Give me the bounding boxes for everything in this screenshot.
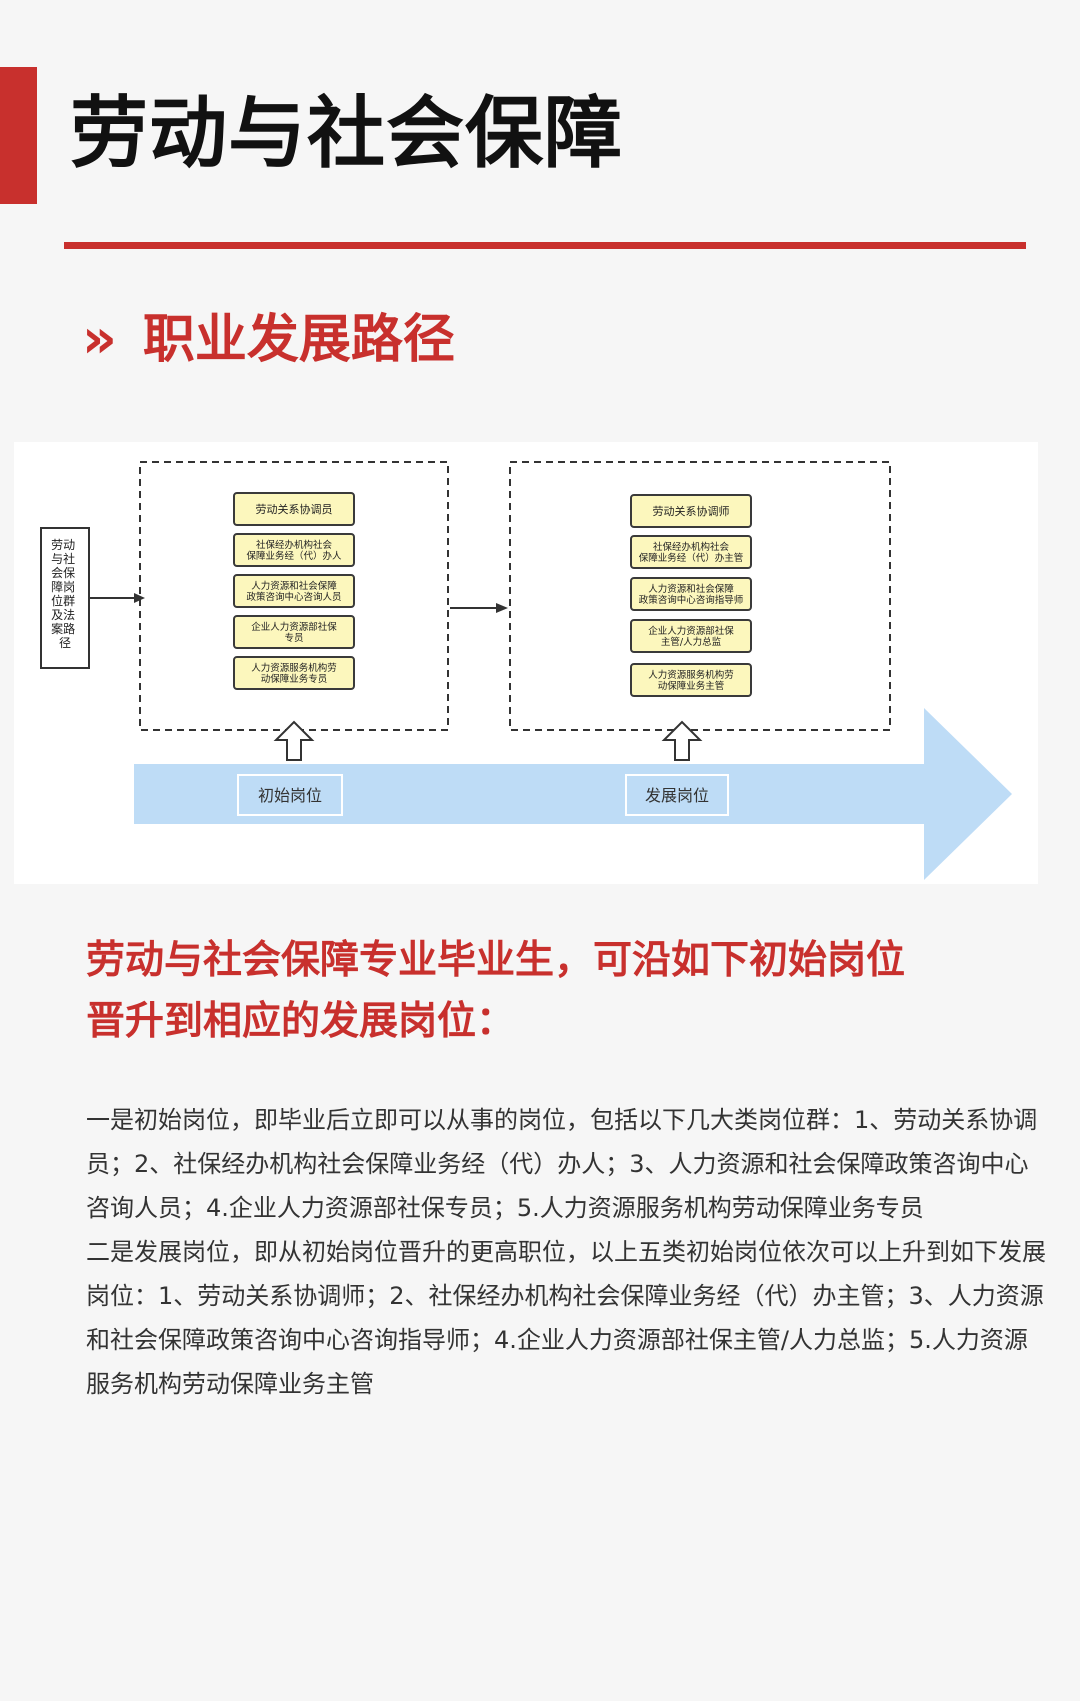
source-label-line: 会保 [51,566,75,580]
position-box [630,663,752,697]
position-box-label-line: 人力资源服务机构劳 [251,662,337,674]
connector-arrowhead [496,603,508,613]
position-box-label-line: 动保障业务主管 [658,680,725,692]
source-label-line: 与社 [51,551,75,566]
position-box-label-line: 人力资源和社会保障 [648,583,734,595]
position-box-label-line: 动保障业务专员 [261,673,328,685]
position-box-label-line: 政策咨询中心咨询指导师 [639,594,744,606]
position-box-label: 人力资源和社会保障政策咨询中心咨询人员 [246,580,341,603]
position-box [630,494,752,528]
lead-line: 晋升到相应的发展岗位： [86,999,516,1044]
up-arrow-icon [273,720,315,761]
source-label: 劳动 与社 会保 障岗 位群 及法 案路 径 [51,538,79,650]
position-box-label-line: 劳动关系协调师 [653,504,730,518]
position-box-label-line: 人力资源服务机构劳 [648,669,734,681]
position-box [233,615,355,649]
position-box [630,535,752,569]
position-box-label: 人力资源和社会保障政策咨询中心咨询指导师 [639,583,744,606]
position-box [233,574,355,608]
initial-positions-tag [237,774,343,816]
title-accent-bar [0,67,37,204]
position-box-label: 人力资源服务机构劳动保障业务专员 [251,662,337,685]
career-path-diagram: 劳动 与社 会保 障岗 位群 及法 案路 径 劳动关系协调员社保经办机构社会保障… [14,442,1038,884]
position-box-label-line: 劳动关系协调员 [256,502,333,516]
position-box-label-line: 社保经办机构社会 [256,539,333,551]
position-box-label-line: 政策咨询中心咨询人员 [246,591,341,603]
position-box-label-line: 企业人力资源部社保 [251,621,337,633]
position-box-label-line: 主管/人力总监 [661,636,722,648]
progression-arrow [134,708,1012,880]
position-box [630,619,752,653]
development-positions-tag [625,774,729,816]
section-heading: » 职业发展路径 [82,304,455,375]
position-box-label: 社保经办机构社会保障业务经（代）办人 [246,539,342,562]
initial-positions-label: 初始岗位 [258,786,322,805]
position-box [233,492,355,526]
body-text: 一是初始岗位，即毕业后立即可以从事的岗位，包括以下几大类岗位群：1、劳动关系协调… [86,1098,1046,1406]
position-box-label-line: 保障业务经（代）办人 [246,550,342,562]
body-paragraph: 二是发展岗位，即从初始岗位晋升的更高职位，以上五类初始岗位依次可以上升到如下发展… [86,1238,1046,1398]
source-label-line: 劳动 [51,538,75,552]
position-box-label: 劳动关系协调师 [653,504,730,518]
position-box-label-line: 企业人力资源部社保 [648,625,734,637]
position-box-label: 社保经办机构社会保障业务经（代）办主管 [639,541,744,564]
position-box-label: 企业人力资源部社保主管/人力总监 [648,625,734,648]
up-arrow-icon [661,720,703,761]
development-positions-label: 发展岗位 [645,786,709,805]
position-box-label-line: 专员 [284,632,303,644]
source-box [40,527,90,669]
lead-heading: 劳动与社会保障专业毕业生，可沿如下初始岗位 晋升到相应的发展岗位： [86,930,1046,1052]
position-box-label-line: 社保经办机构社会 [653,541,730,553]
career-path-svg: 劳动 与社 会保 障岗 位群 及法 案路 径 劳动关系协调员社保经办机构社会保障… [40,461,1012,880]
position-box [233,533,355,567]
position-box-label-line: 人力资源和社会保障 [251,580,337,592]
source-label-line: 及法 [51,608,75,622]
development-position-boxes: 劳动关系协调师社保经办机构社会保障业务经（代）办主管人力资源和社会保障政策咨询中… [630,494,752,697]
source-label-line: 位群 [51,593,75,608]
page-title: 劳动与社会保障 [70,89,624,179]
source-label-line: 径 [59,636,71,650]
position-box-label: 人力资源服务机构劳动保障业务主管 [648,669,734,692]
position-box [630,577,752,611]
double-chevron-icon: » [82,307,117,370]
body-paragraph: 一是初始岗位，即毕业后立即可以从事的岗位，包括以下几大类岗位群：1、劳动关系协调… [86,1106,1038,1222]
position-box-label-line: 保障业务经（代）办主管 [639,552,744,564]
position-box-label: 企业人力资源部社保专员 [251,621,337,644]
source-label-line: 案路 [51,621,75,636]
position-box [233,656,355,690]
title-divider [64,242,1026,249]
connector-arrowhead [134,593,145,603]
section-heading-text: 职业发展路径 [142,310,455,370]
position-box-label: 劳动关系协调员 [256,502,333,516]
initial-position-boxes: 劳动关系协调员社保经办机构社会保障业务经（代）办人人力资源和社会保障政策咨询中心… [233,492,355,690]
lead-line: 劳动与社会保障专业毕业生，可沿如下初始岗位 [86,938,906,983]
source-label-line: 障岗 [51,579,75,594]
